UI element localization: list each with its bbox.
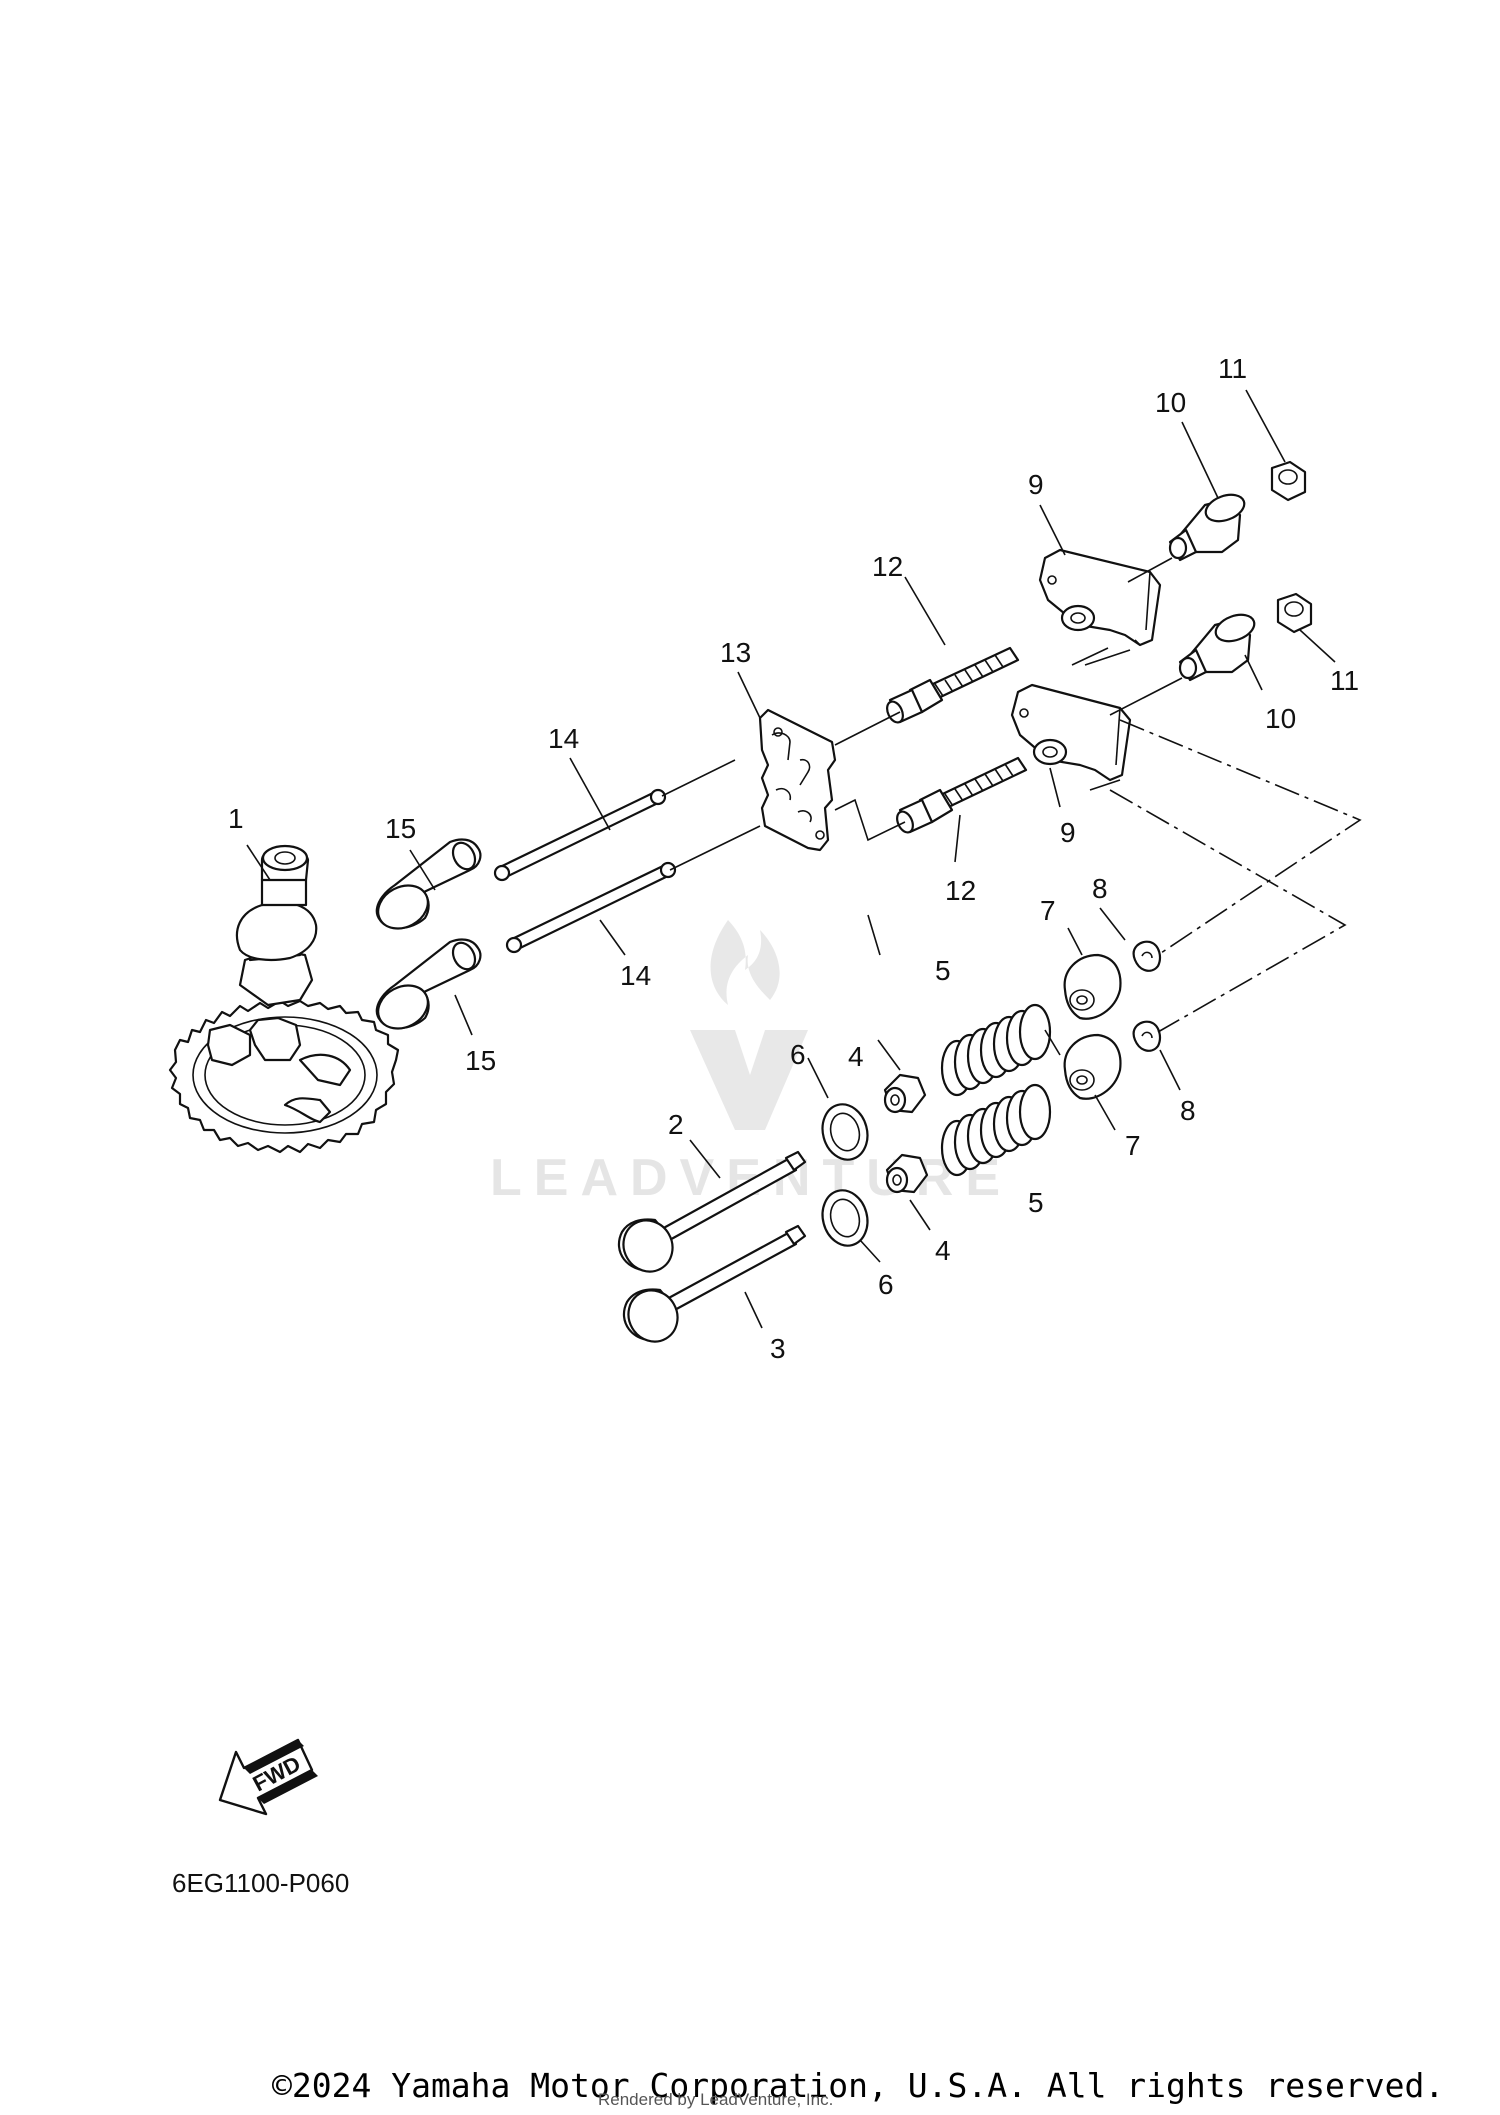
part-1-camshaft	[168, 844, 400, 1154]
callout-14-lower: 14	[620, 960, 651, 991]
callout-12-lower: 12	[945, 875, 976, 906]
part-3-exhaust-valve	[622, 1224, 807, 1343]
callout-9-lower: 9	[1060, 817, 1076, 848]
part-11-nut-lower	[1276, 592, 1313, 634]
part-8-keeper-upper	[1132, 940, 1161, 972]
callout-10-upper: 10	[1155, 387, 1186, 418]
part-5-spring-lower	[940, 1083, 1052, 1177]
part-10-pivot-upper	[1168, 493, 1246, 562]
part-10-pivot-lower	[1178, 613, 1256, 682]
callout-4-upper: 4	[848, 1041, 864, 1072]
part-14-push-rod-upper	[493, 788, 667, 882]
part-6-washer-upper	[821, 1103, 869, 1161]
part-9-rocker-arm-upper	[1038, 548, 1162, 647]
callout-10-lower: 10	[1265, 703, 1296, 734]
part-9-rocker-arm-lower	[1010, 683, 1132, 782]
callout-7-upper: 7	[1040, 895, 1056, 926]
copyright-notice: ©2024 Yamaha Motor Corporation, U.S.A. A…	[272, 2066, 1445, 2105]
callout-12-upper: 12	[872, 551, 903, 582]
part-15-lifter-upper	[375, 838, 482, 930]
part-2-intake-valve	[617, 1150, 807, 1273]
part-11-nut-upper	[1270, 460, 1307, 502]
part-4-stem-seal-lower	[885, 1153, 929, 1194]
callout-13: 13	[720, 637, 751, 668]
callout-3: 3	[770, 1333, 786, 1364]
callout-9-upper: 9	[1028, 469, 1044, 500]
callout-15-lower: 15	[465, 1045, 496, 1076]
part-7-retainer-lower	[1063, 1033, 1122, 1100]
callout-4-lower: 4	[935, 1235, 951, 1266]
assembly-lines	[661, 557, 1362, 1033]
callout-6-upper: 6	[790, 1039, 806, 1070]
part-6-washer-lower	[821, 1189, 869, 1247]
part-8-keeper-lower	[1132, 1020, 1161, 1052]
leader-lines	[246, 389, 1336, 1329]
callout-6-lower: 6	[878, 1269, 894, 1300]
part-7-retainer-upper	[1063, 953, 1122, 1020]
callout-1: 1	[228, 803, 244, 834]
part-13-push-rod-guide-plate	[758, 708, 837, 852]
callout-14-upper: 14	[548, 723, 579, 754]
part-5-spring-upper	[940, 1003, 1052, 1097]
part-14-push-rod-lower	[505, 861, 677, 954]
callout-8-lower: 8	[1180, 1095, 1196, 1126]
watermark-logo: LEADVENTURE	[490, 920, 1012, 1207]
callout-2: 2	[668, 1109, 684, 1140]
callout-8-upper: 8	[1092, 873, 1108, 904]
part-12-stud-lower	[896, 756, 1028, 834]
part-4-stem-seal-upper	[883, 1073, 927, 1114]
callout-5-upper: 5	[935, 955, 951, 986]
callout-15-upper: 15	[385, 813, 416, 844]
callout-5-lower: 5	[1028, 1187, 1044, 1218]
diagram-reference-code: 6EG1100-P060	[172, 1868, 350, 1898]
watermark-brand-text: LEADVENTURE	[490, 1149, 1012, 1207]
forward-direction-badge: FWD	[218, 1738, 318, 1816]
part-15-lifter-lower	[375, 938, 482, 1030]
callout-labels: 1 15 15 14 14 13 12 12 9 9 10 10 11 11 8…	[228, 353, 1359, 1364]
callout-11-upper: 11	[1218, 353, 1247, 384]
part-12-stud-upper	[886, 646, 1020, 724]
rendered-by-notice: Rendered by LeadVenture, Inc.	[598, 2090, 834, 2109]
callout-7-lower: 7	[1125, 1130, 1141, 1161]
callout-11-lower: 11	[1330, 665, 1359, 696]
